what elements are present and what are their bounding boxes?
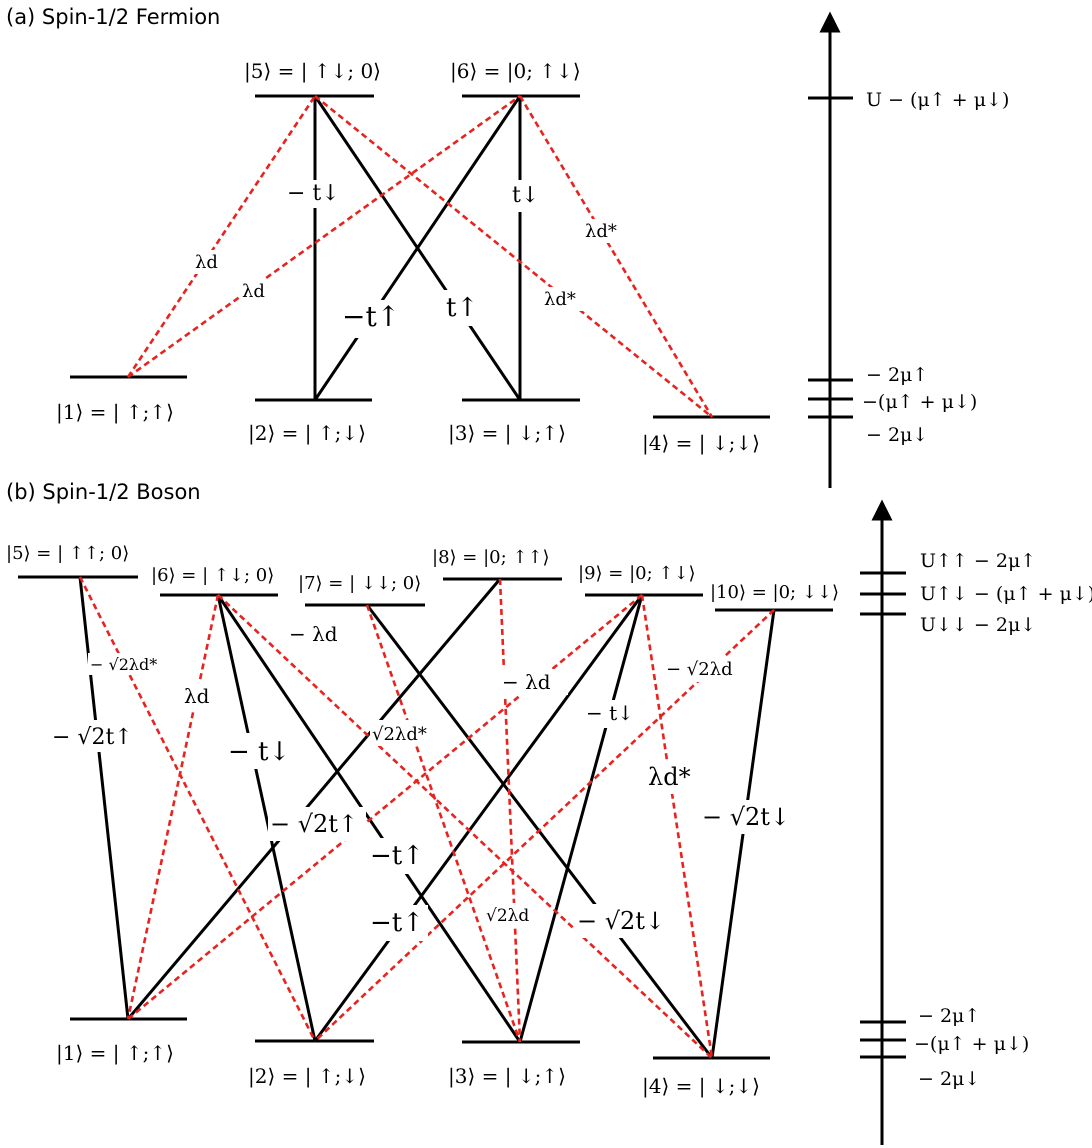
boson-state-4: |4⟩ = | ↓;↓⟩ [642,1074,760,1099]
fermion-state-3: |3⟩ = | ↓;↑⟩ [448,421,566,446]
boson-label-minus-t-up-a: −t↑ [370,841,424,871]
fermion-state-1: |1⟩ = | ↑;↑⟩ [56,400,174,425]
fermion-link-5-3 [313,95,522,401]
fermion-label-t-down: t↓ [512,183,539,208]
boson-pair-8-3 [498,578,522,1043]
boson-link-6-3 [216,594,522,1043]
boson-label-sqrt2-t-down-mid: − √2t↓ [577,907,665,935]
boson-label-minus-lambda-d: − λd [289,622,338,646]
fermion-label-lambda-dstar-b: λd* [544,289,576,310]
boson-label-sqrt2-t-up-mid: − √2t↑ [270,810,358,838]
boson-state-9: |9⟩ = |0; ↑↓⟩ [578,563,696,584]
boson-label-sqrt2-t-down-right: − √2t↓ [702,803,790,831]
fermion-label-minus-t-up: −t↑ [342,300,400,333]
fermion-state-2: |2⟩ = | ↑;↓⟩ [248,421,366,446]
fermion-label-lambda-d-b: λd [242,281,265,302]
fermion-label-lambda-d-a: λd [195,252,218,273]
boson-label-sqrt2-lambda-dstar-mid: √2λd* [372,724,427,745]
boson-label-minus-t-up-b: −t↑ [370,908,424,938]
boson-axis-label-low1: − 2μ↑ [918,1005,980,1027]
boson-label-minus-t-down: − t↓ [228,737,290,767]
fermion-label-t-up: t↑ [446,293,478,323]
fermion-axis-label-low3: − 2μ↓ [866,424,928,446]
boson-state-7: |7⟩ = | ↓↓; 0⟩ [298,573,421,594]
boson-axis-label-high3: U↓↓ − 2μ↓ [920,614,1036,636]
boson-pair-9-1 [127,593,643,1021]
boson-pair-6-4 [217,594,713,1059]
boson-panel-title: (b) Spin-1/2 Boson [6,480,201,504]
fermion-pair-1-5 [126,95,317,378]
boson-label-sqrt2-t-up-left: − √2t↑ [52,725,133,750]
boson-state-10: |10⟩ = |0; ↓↓⟩ [710,582,839,603]
boson-state-1: |1⟩ = | ↑;↑⟩ [56,1041,174,1066]
boson-pair-7-3 [365,604,522,1043]
boson-label-minus-lambda-d-mid: − λd [502,670,551,694]
boson-state-5: |5⟩ = | ↑↑; 0⟩ [6,543,129,564]
boson-link-5-1 [78,576,130,1020]
boson-label-minus-sqrt2-lambda-d-right: − √2λd [666,659,733,680]
fermion-pair-6-4 [518,95,714,418]
fermion-panel-title: (a) Spin-1/2 Fermion [6,5,220,29]
fermion-state-6: |6⟩ = |0; ↑↓⟩ [450,59,581,84]
boson-label-lambda-d: λd [184,684,210,708]
boson-label-minus-t-down-small: − t↓ [586,701,634,725]
boson-axis-label-low2: −(μ↑ + μ↓) [914,1033,1029,1055]
fermion-label-lambda-dstar-a: λd* [585,221,617,242]
boson-axis-label-high1: U↑↑ − 2μ↑ [920,550,1036,572]
fermion-axis-label-low2: −(μ↑ + μ↓) [862,391,977,413]
boson-state-8: |8⟩ = |0; ↑↑⟩ [432,547,550,568]
fermion-state-5: |5⟩ = | ↑↓; 0⟩ [244,59,381,84]
boson-state-2: |2⟩ = | ↑;↓⟩ [248,1064,366,1089]
boson-state-6: |6⟩ = | ↑↓; 0⟩ [151,565,274,586]
fermion-axis-label-high: U − (μ↑ + μ↓) [866,89,1009,111]
boson-axis-label-low3: − 2μ↓ [918,1068,980,1090]
fermion-label-minus-t-down: − t↓ [287,181,340,206]
boson-link-6-2 [216,594,317,1042]
fermion-state-4: |4⟩ = | ↓;↓⟩ [642,431,760,456]
boson-link-9-2 [313,594,644,1042]
boson-link-9-3 [518,594,644,1043]
boson-link-8-1 [126,578,502,1020]
boson-pair-9-4 [640,594,714,1059]
fermion-pair-5-4 [314,94,713,419]
fermion-pair-1-6 [127,94,521,379]
boson-state-3: |3⟩ = | ↓;↑⟩ [448,1064,566,1089]
boson-pair-6-1 [126,594,220,1020]
fermion-axis-label-low1: − 2μ↑ [866,364,928,386]
boson-label-lambda-dstar: λd* [648,763,691,791]
boson-pair-5-2 [78,576,317,1042]
boson-label-sqrt2-lambda-dstar: − √2λd* [90,655,157,674]
boson-axis-label-high2: U↑↓ − (μ↑ + μ↓) [920,583,1092,605]
boson-label-sqrt2-lambda-d-low: √2λd [486,906,529,926]
